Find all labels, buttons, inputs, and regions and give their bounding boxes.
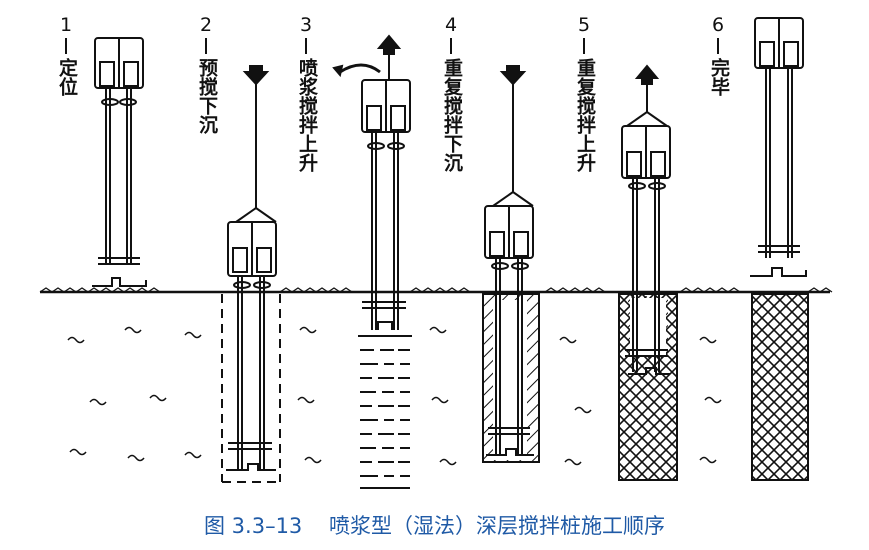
- step-4-label: 重复搅拌下沉: [441, 58, 463, 172]
- stage-6-pile: [751, 293, 809, 481]
- stage-2-borehole: [221, 294, 281, 483]
- step-5-label: 重复搅拌上升: [574, 58, 596, 172]
- figure-title: 喷浆型（湿法）深层搅拌桩施工顺序: [328, 514, 665, 538]
- step-6-dash: [717, 38, 719, 54]
- step-2-dash: [205, 38, 207, 54]
- stage-3-grout-column: [358, 335, 412, 489]
- stage-5-pile: [618, 293, 678, 481]
- step-5-number: 5: [578, 14, 591, 36]
- soil-marks: [67, 326, 722, 466]
- step-5-dash: [583, 38, 585, 54]
- step-2-label: 预搅下沉: [196, 58, 218, 134]
- stage-1-rig: [92, 37, 147, 287]
- step-1-dash: [65, 38, 67, 54]
- step-3-number: 3: [300, 14, 313, 36]
- construction-sequence-diagram: [39, 17, 833, 489]
- step-4-number: 4: [445, 14, 458, 36]
- down-arrow-icon-2: [499, 65, 527, 86]
- figure-number: 图 3.3–13: [204, 514, 303, 538]
- step-6-number: 6: [712, 14, 725, 36]
- step-4-dash: [450, 38, 452, 54]
- figure-caption: 图 3.3–13 喷浆型（湿法）深层搅拌桩施工顺序: [0, 510, 869, 540]
- stage-4-pile: [482, 293, 540, 463]
- step-1-number: 1: [60, 14, 73, 36]
- stage-2-rig: [226, 65, 277, 471]
- up-arrow-icon-2: [634, 64, 660, 85]
- rotation-arrow-icon: [339, 63, 381, 74]
- step-6-label: 完毕: [708, 58, 730, 96]
- stage-3-rig: [332, 34, 411, 330]
- step-3-label: 喷浆搅拌上升: [296, 58, 318, 172]
- down-arrow-icon: [242, 65, 270, 86]
- step-3-dash: [305, 38, 307, 54]
- step-2-number: 2: [200, 14, 213, 36]
- step-1-label: 定位: [56, 58, 78, 96]
- ground-texture: [39, 287, 833, 293]
- stage-6-rig: [750, 17, 807, 277]
- up-arrow-icon: [376, 34, 402, 55]
